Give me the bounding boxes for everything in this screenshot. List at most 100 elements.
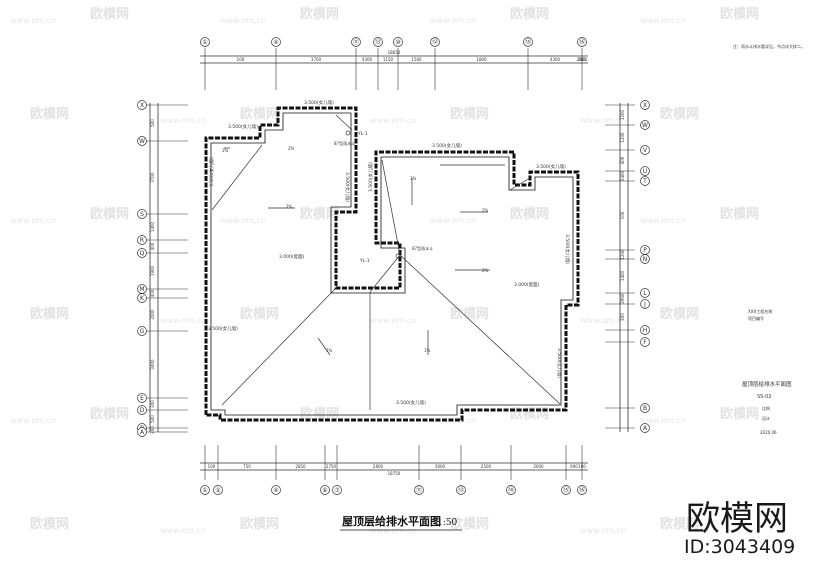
dimension-label: 2850 (295, 464, 306, 469)
dimension-label: 100 (578, 464, 586, 469)
roof-elev-label: 3.000(屋面) (514, 282, 540, 288)
elev-label: 3.500(女儿墙) (564, 234, 571, 264)
grid-label: H (643, 327, 648, 334)
drawing-title: 屋顶层给排水平面图 (342, 514, 441, 528)
dimension-label: 400 (620, 156, 625, 164)
watermark-site: www.om.cn (580, 316, 626, 325)
dimension-label: 4300 (550, 57, 561, 62)
watermark-brand: 欧模网 (510, 206, 549, 222)
dimension-label: 2800 (373, 464, 384, 469)
grid-bubble (640, 337, 650, 347)
grid-label: ⑦ (334, 487, 340, 494)
grid-label: A (643, 425, 648, 432)
grid-label: M (139, 286, 144, 293)
watermark-brand: 欧模网 (510, 406, 549, 422)
grid-bubble (137, 209, 147, 219)
dimension-label: 2000 (150, 309, 155, 320)
watermark-brand: 欧模网 (30, 516, 69, 532)
grid-bubble (137, 405, 147, 415)
grid-label: ⑪ (416, 486, 422, 494)
roof-ridge-lines (211, 114, 561, 410)
grid-label: ⑬ (375, 38, 381, 46)
outlet-tag: YL-1 (357, 131, 368, 137)
dimension-label: 200 (150, 426, 155, 434)
title-block-drawing-no: SS-02 (757, 394, 772, 400)
grid-label: ⑯ (579, 486, 585, 494)
dimension-label: 100 (620, 211, 625, 219)
grid-bubble (640, 145, 650, 155)
grid-label: R (140, 237, 144, 244)
slope-label: 2% (482, 208, 489, 213)
title-block-line: XXX工程名称 (748, 308, 772, 314)
slope-label: 2% (288, 146, 295, 151)
watermark-site: www.om.cn (10, 416, 56, 425)
watermark-brand: 欧模网 (240, 106, 279, 122)
grid-bubble (332, 485, 342, 495)
watermark-site: www.om.cn (160, 316, 206, 325)
dimension-label: 2500 (481, 464, 492, 469)
grid-label: Q (140, 250, 145, 257)
watermark-site: www.om.cn (220, 216, 266, 225)
watermark-site: www.om.cn (580, 526, 626, 535)
grid-bubble (640, 403, 650, 413)
grid-label: ① (202, 487, 207, 494)
watermark-brand: 欧模网 (660, 106, 699, 122)
dimension-label: 1500 (411, 57, 422, 62)
grid-label: E (140, 395, 144, 402)
dimension-label: 1900 (150, 265, 155, 276)
dimension-label: 3400 (620, 170, 625, 181)
grid-bubble (640, 423, 650, 433)
grid-bubble (137, 136, 147, 146)
grid-bubble (414, 485, 424, 495)
grid-bubble (137, 235, 147, 245)
elev-label: 3.500(女儿墙) (367, 162, 374, 192)
watermark-brand: 欧模网 (510, 6, 549, 22)
grid-bubble (640, 120, 650, 130)
title-block-line: 项目编号 (748, 315, 764, 321)
outlet-tag: YL-1 (359, 258, 370, 264)
drawing-scale: 1:50 (437, 518, 457, 528)
total-dimension: 18650 (388, 50, 401, 55)
grid-bubble (430, 37, 440, 47)
dimension-label: 2600 (577, 57, 588, 62)
watermark-site: www.om.cn (580, 116, 626, 125)
plan-labels: 3.500(女儿墙) 3.500(女儿墙) 3.500(女儿墙) 3.500(女… (208, 99, 571, 406)
watermark-brand: 欧模网 (450, 306, 489, 322)
watermark-brand: 欧模网 (720, 406, 759, 422)
slope-arrows (224, 147, 490, 356)
watermark-brand: 欧模网 (30, 106, 69, 122)
top-note: 注：雨水斗排水管详见，节点详大样二。 (733, 43, 805, 49)
grid-label: ⑮ (525, 38, 531, 46)
grid-bubble (137, 326, 147, 336)
grid-label: ⑯ (579, 38, 585, 46)
watermark-brand: 欧模网 (450, 516, 489, 532)
dimension-label: 100 (208, 464, 216, 469)
drain-note: 87型雨水斗 (334, 140, 355, 146)
brand-logo-text: 欧模网 (686, 499, 788, 539)
dimension-label: 2900 (620, 293, 625, 304)
grid-bubble (640, 176, 650, 186)
roof-outline (204, 106, 580, 422)
grid-bubble (393, 37, 403, 47)
dimension-label: 300 (150, 400, 155, 408)
dimension-label: 100 (578, 57, 586, 62)
grid-bubble (137, 248, 147, 258)
elev-label: 3.500(女儿墙) (396, 399, 426, 406)
drain-note: 87型雨水斗 (412, 245, 433, 251)
grid-label: W (139, 138, 145, 145)
slope-label: 2% (482, 268, 489, 273)
grid-bubble (271, 485, 281, 495)
watermark-site: www.om.cn (640, 16, 686, 25)
grid-bubble (640, 299, 650, 309)
watermark-brand: 欧模网 (90, 6, 129, 22)
dimension-label: 400 (150, 289, 155, 297)
grid-label: ⑬ (458, 486, 464, 494)
watermark-brand: 欧模网 (30, 306, 69, 322)
grid-bubble (351, 37, 361, 47)
grid-label: K (140, 295, 145, 302)
slope-label: 2% (286, 204, 293, 209)
grid-label: J (643, 301, 646, 308)
grid-label: X (643, 102, 647, 109)
